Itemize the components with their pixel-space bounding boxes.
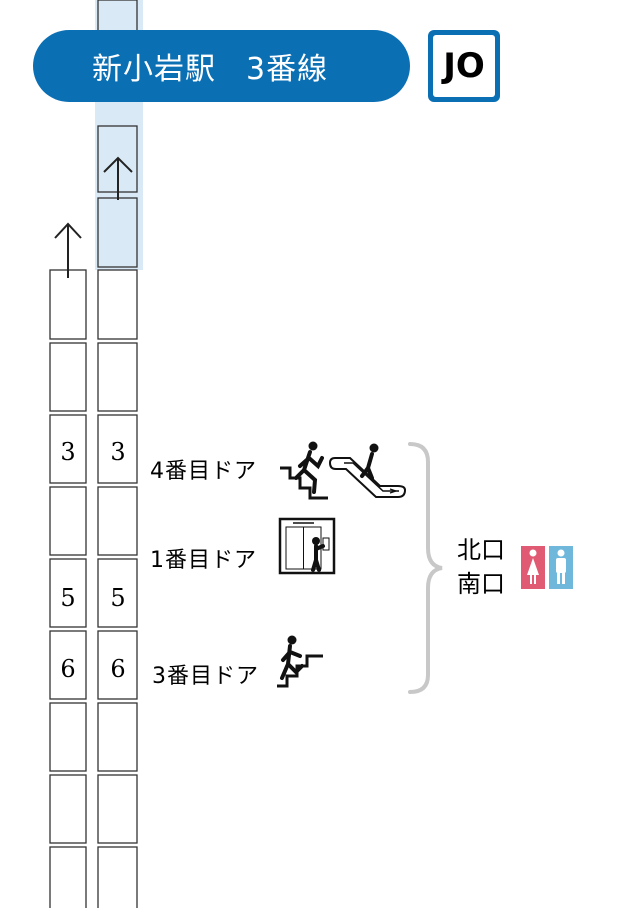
car-box [49,269,87,340]
exit-brace [408,442,443,694]
car-box [49,558,87,628]
door-label-4: 4番目ドア [150,459,257,484]
car-box [97,630,138,700]
line-code: JO [433,35,495,97]
car-box [49,414,87,484]
car-number: 6 [60,655,75,683]
arrow-up-icon [103,156,133,200]
car-number: 3 [110,438,125,466]
toilet-female-icon [521,546,545,589]
station-name: 新小岩駅 [92,52,216,87]
car-number: 5 [110,584,125,612]
escalator-icon [328,443,407,498]
exit-north-label: 北口 [457,536,505,564]
car-box [97,486,138,556]
car-number: 5 [60,584,75,612]
stairs-up-icon [280,441,328,500]
car-box [97,702,138,772]
line-badge: JO [428,30,500,102]
elevator-icon [278,517,336,575]
arrow-up-icon [54,222,82,278]
car-box [49,846,87,908]
car-box [49,342,87,412]
car-number: 6 [110,655,125,683]
car-column-right [97,269,138,908]
car-number: 3 [60,438,75,466]
car-box [97,558,138,628]
car-box [97,774,138,844]
car-box [49,630,87,700]
station-header: 新小岩駅 3番線 [33,30,410,102]
track-number: 3番線 [246,52,329,87]
car-box [97,342,138,412]
car-box [97,846,138,908]
stairs-up-icon [277,635,323,688]
door-label-1: 1番目ドア [150,548,257,573]
car-column-left [49,269,87,908]
car-box [97,414,138,484]
car-box [97,269,138,340]
exit-south-label: 南口 [457,570,505,598]
door-label-3: 3番目ドア [152,664,259,689]
toilet-male-icon [549,546,573,589]
car-box [49,702,87,772]
car-box [49,486,87,556]
car-box [49,774,87,844]
